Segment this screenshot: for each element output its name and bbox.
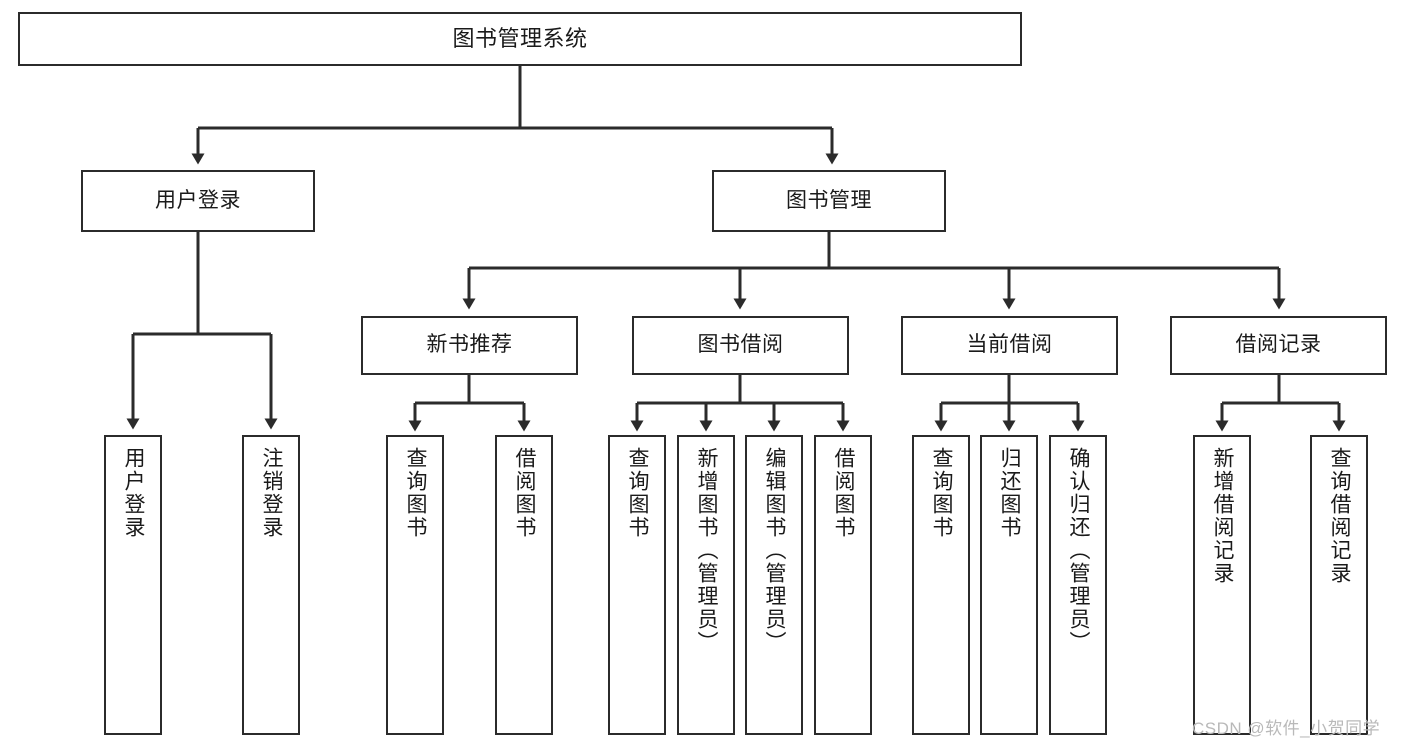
node-leaf-edit-book[interactable]: 编辑图书（管理员） [745, 435, 803, 735]
node-borrow-record-label: 借阅记录 [1235, 333, 1322, 357]
node-book-manage-label: 图书管理 [786, 188, 872, 212]
node-leaf-add-book[interactable]: 新增图书（管理员） [677, 435, 735, 735]
node-leaf-borrow-book-1[interactable]: 借阅图书 [495, 435, 553, 735]
node-leaf-query-book-2-label: 查询图书 [626, 447, 650, 539]
node-leaf-user-login[interactable]: 用户登录 [104, 435, 162, 735]
node-leaf-query-record[interactable]: 查询借阅记录 [1310, 435, 1368, 735]
node-user-login[interactable]: 用户登录 [81, 170, 315, 232]
node-current-borrow-label: 当前借阅 [966, 333, 1053, 357]
node-leaf-logout[interactable]: 注销登录 [242, 435, 300, 735]
node-book-borrow[interactable]: 图书借阅 [632, 316, 849, 375]
node-leaf-return-book-label: 归还图书 [998, 447, 1022, 539]
node-root[interactable]: 图书管理系统 [18, 12, 1022, 66]
node-borrow-record[interactable]: 借阅记录 [1170, 316, 1387, 375]
node-new-book-recommend-label: 新书推荐 [426, 333, 513, 357]
node-leaf-borrow-book-2-label: 借阅图书 [832, 447, 856, 539]
node-leaf-add-record[interactable]: 新增借阅记录 [1193, 435, 1251, 735]
node-new-book-recommend[interactable]: 新书推荐 [361, 316, 578, 375]
node-leaf-logout-label: 注销登录 [260, 447, 284, 539]
node-leaf-add-record-label: 新增借阅记录 [1211, 447, 1235, 585]
node-leaf-query-book-1-label: 查询图书 [404, 447, 428, 539]
node-leaf-query-book-3[interactable]: 查询图书 [912, 435, 970, 735]
node-leaf-query-book-3-label: 查询图书 [930, 447, 954, 539]
node-book-borrow-label: 图书借阅 [697, 333, 784, 357]
node-book-manage[interactable]: 图书管理 [712, 170, 946, 232]
node-leaf-return-book[interactable]: 归还图书 [980, 435, 1038, 735]
node-leaf-add-book-label: 新增图书（管理员） [695, 447, 719, 654]
node-current-borrow[interactable]: 当前借阅 [901, 316, 1118, 375]
node-leaf-query-book-1[interactable]: 查询图书 [386, 435, 444, 735]
node-root-label: 图书管理系统 [452, 26, 588, 52]
node-leaf-borrow-book-1-label: 借阅图书 [513, 447, 537, 539]
node-leaf-query-record-label: 查询借阅记录 [1328, 447, 1352, 585]
node-leaf-confirm-return[interactable]: 确认归还（管理员） [1049, 435, 1107, 735]
node-leaf-query-book-2[interactable]: 查询图书 [608, 435, 666, 735]
node-leaf-confirm-return-label: 确认归还（管理员） [1067, 447, 1091, 654]
node-leaf-edit-book-label: 编辑图书（管理员） [763, 447, 787, 654]
node-leaf-user-login-label: 用户登录 [122, 447, 146, 539]
node-leaf-borrow-book-2[interactable]: 借阅图书 [814, 435, 872, 735]
node-user-login-label: 用户登录 [155, 188, 241, 212]
